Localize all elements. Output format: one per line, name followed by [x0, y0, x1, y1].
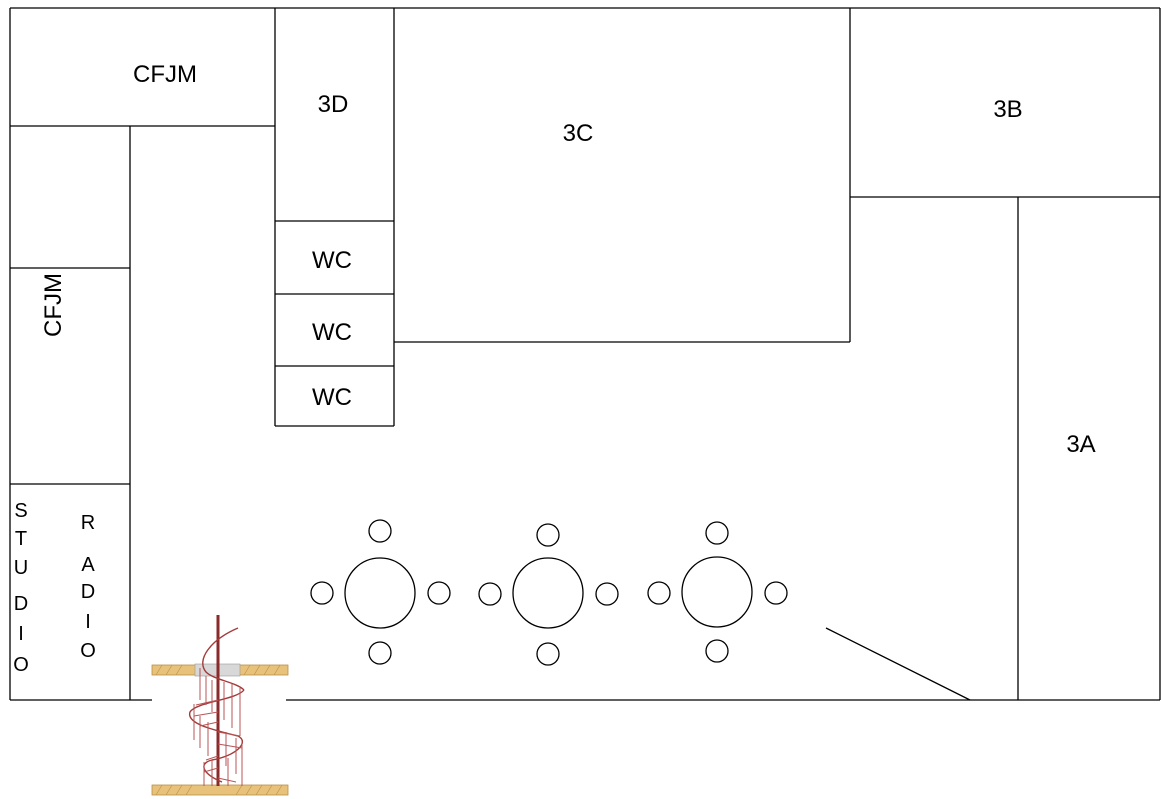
room-label-3a: 3A: [1066, 431, 1095, 458]
studio-radio-label: S T U D I O R A D I O: [13, 500, 96, 676]
room-label-cfjm-side: CFJM: [40, 273, 67, 337]
chair: [595, 582, 619, 606]
round-table: [681, 556, 753, 628]
chair: [705, 521, 729, 545]
slab-hatching: [155, 664, 283, 796]
room-label-3d: 3D: [318, 91, 349, 118]
chair: [310, 581, 334, 605]
radio-letter: O: [80, 640, 96, 662]
room-label-3c: 3C: [563, 120, 594, 147]
round-table: [512, 557, 584, 629]
chair: [705, 639, 729, 663]
radio-letter: R: [81, 512, 95, 534]
room-labels: CFJM 3D 3C 3B 3A WC WC WC CFJM: [40, 61, 1096, 458]
chair: [536, 642, 560, 666]
diagonal-wall: [825, 627, 971, 701]
studio-letter: U: [14, 557, 28, 579]
chair: [536, 523, 560, 547]
room-label-wc-1: WC: [312, 247, 352, 274]
studio-letter: D: [14, 593, 28, 615]
walls: [9, 7, 1161, 701]
chair: [764, 581, 788, 605]
chair: [368, 519, 392, 543]
radio-letter: I: [85, 611, 91, 633]
stair-handrail-upper: [202, 627, 245, 691]
room-label-cfjm-top: CFJM: [133, 61, 197, 88]
studio-letter: I: [18, 623, 24, 645]
chair: [427, 581, 451, 605]
chair: [368, 641, 392, 665]
radio-letter: D: [81, 581, 95, 603]
round-table: [344, 557, 416, 629]
dining-area: [310, 519, 788, 666]
chair: [478, 582, 502, 606]
room-label-wc-2: WC: [312, 319, 352, 346]
stair-balusters: [193, 668, 243, 786]
chair: [647, 581, 671, 605]
studio-letter: O: [13, 654, 29, 676]
studio-letter: T: [15, 528, 27, 550]
room-label-3b: 3B: [993, 96, 1022, 123]
lower-floor-slab: [151, 784, 289, 796]
room-label-wc-3: WC: [312, 384, 352, 411]
table-group-3: [647, 521, 788, 663]
radio-letter: A: [81, 554, 95, 576]
stair-treads: [193, 699, 243, 783]
table-group-1: [310, 519, 451, 665]
spiral-staircase-icon: [151, 615, 289, 796]
studio-letter: S: [14, 500, 27, 522]
table-group-2: [478, 523, 619, 666]
